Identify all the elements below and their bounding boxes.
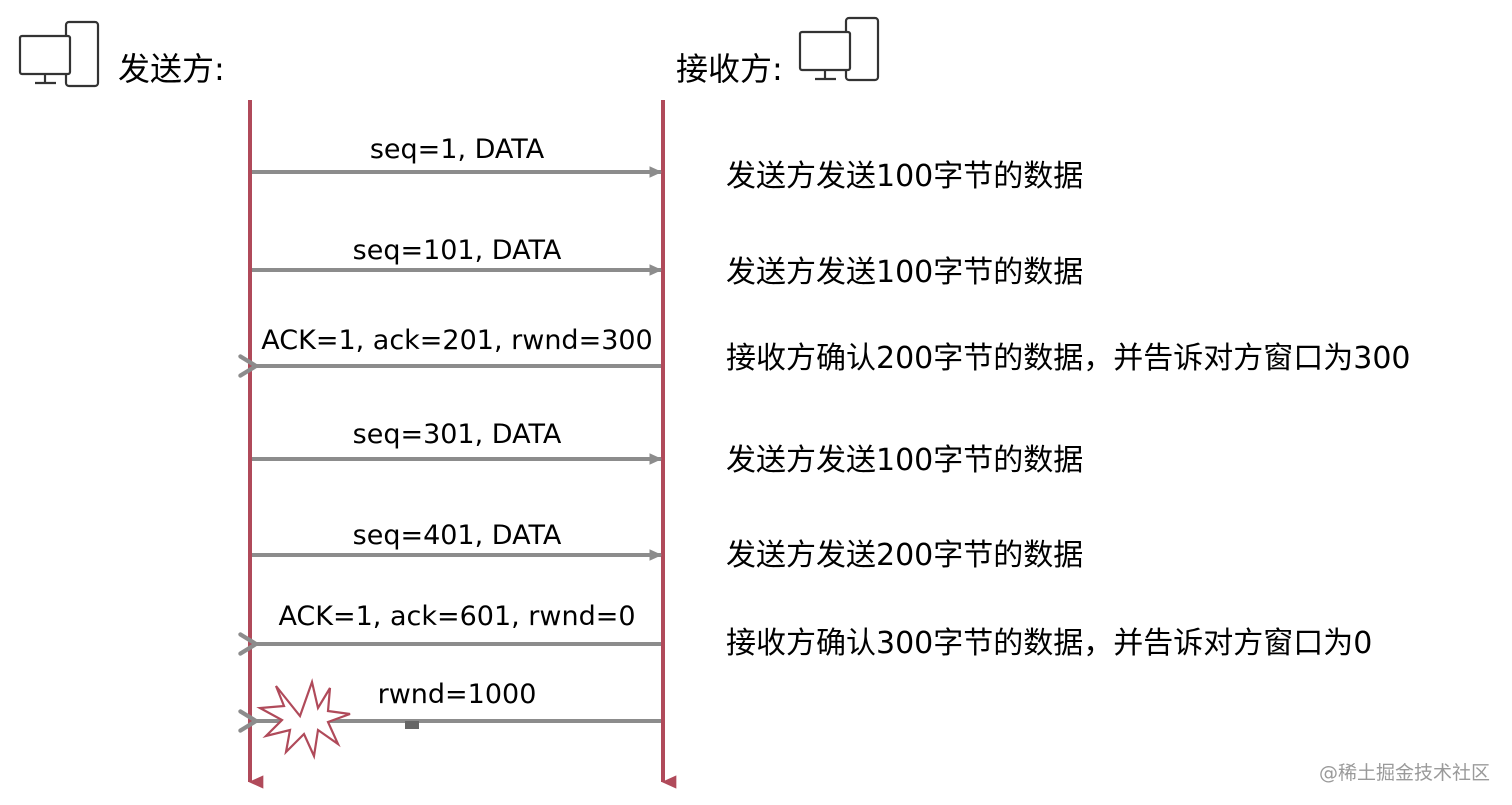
- message-label: seq=101, DATA: [353, 235, 562, 266]
- message-label: seq=301, DATA: [353, 419, 562, 450]
- message-label: seq=1, DATA: [370, 134, 545, 165]
- message-note: 接收方确认200字节的数据，并告诉对方窗口为300: [726, 341, 1411, 376]
- message-note: 发送方发送100字节的数据: [726, 443, 1083, 478]
- message-label: ACK=1, ack=601, rwnd=0: [278, 601, 635, 632]
- message-group: seq=1, DATA 发送方发送100字节的数据 seq=101, DATA …: [238, 134, 1411, 733]
- sender-computer-icon: [18, 20, 100, 88]
- message-label: seq=401, DATA: [353, 520, 562, 551]
- loss-burst-icon: [256, 678, 351, 760]
- arrow-tick-mark: [405, 721, 419, 729]
- receiver-label: 接收方:: [676, 50, 783, 88]
- watermark: @稀土掘金技术社区: [1319, 762, 1490, 784]
- message-note: 发送方发送100字节的数据: [726, 255, 1083, 290]
- message-label: rwnd=1000: [378, 679, 537, 710]
- receiver-computer-icon: [798, 16, 880, 82]
- sender-label: 发送方:: [118, 50, 225, 88]
- message-note: 发送方发送100字节的数据: [726, 159, 1083, 194]
- message-note: 发送方发送200字节的数据: [726, 538, 1083, 573]
- message-note: 接收方确认300字节的数据，并告诉对方窗口为0: [726, 626, 1372, 661]
- message-label: ACK=1, ack=201, rwnd=300: [261, 325, 652, 356]
